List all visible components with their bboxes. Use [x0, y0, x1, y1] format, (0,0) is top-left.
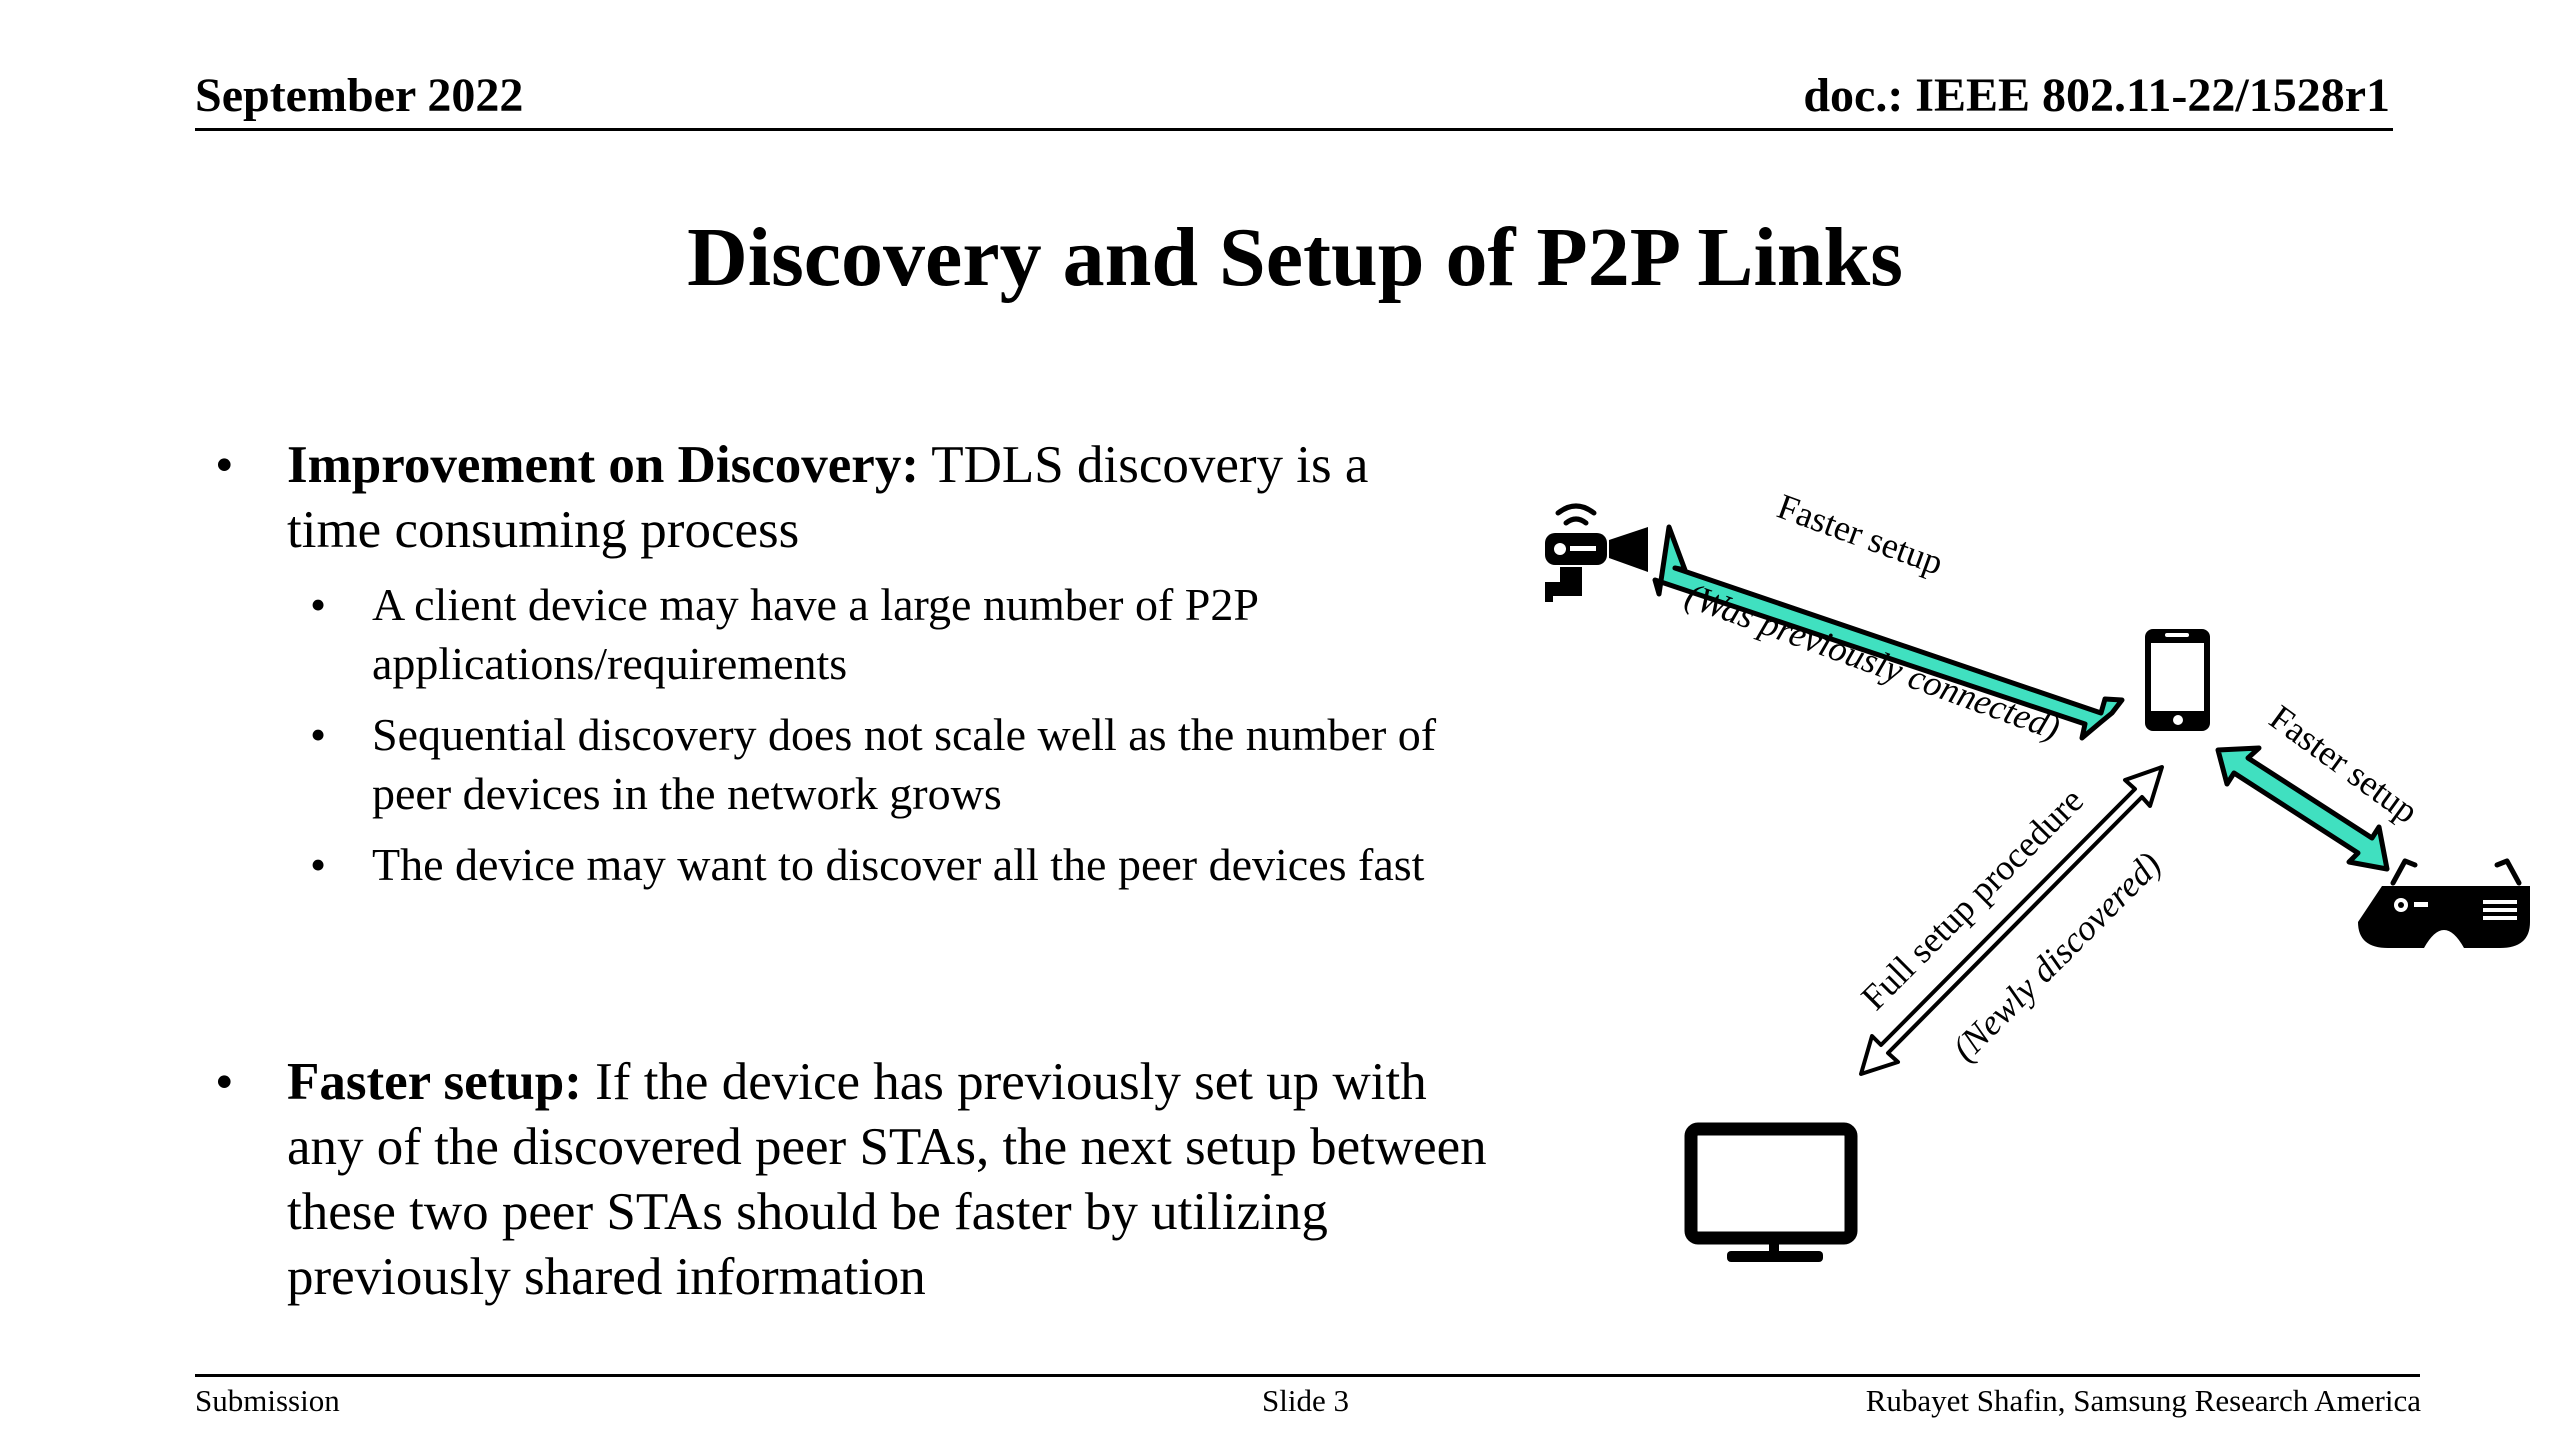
sub-bullet-text: The device may want to discover all the …	[372, 839, 1425, 890]
footer-rule	[195, 1374, 2420, 1377]
bullet-heading: Faster setup:	[287, 1053, 582, 1111]
bullet-heading: Improvement on Discovery:	[287, 436, 919, 494]
header-rule	[195, 128, 2393, 131]
footer-author: Rubayet Shafin, Samsung Research America	[1865, 1383, 2421, 1418]
header-date: September 2022	[195, 69, 524, 122]
bullet-faster-setup: • Faster setup: If the device has previo…	[215, 1050, 1487, 1310]
monitor-icon	[1684, 1122, 1858, 1262]
bullet-dot: •	[310, 709, 327, 760]
sub-bullet-text: A client device may have a large number …	[372, 579, 1258, 689]
smartphone-icon	[2145, 629, 2210, 731]
sub-bullet: • The device may want to discover all th…	[310, 835, 1472, 894]
bullet-discovery: • Improvement on Discovery: TDLS discove…	[215, 433, 1467, 563]
sub-bullet: • Sequential discovery does not scale we…	[310, 705, 1472, 823]
camera-icon	[1545, 503, 1648, 602]
sub-bullet-text: Sequential discovery does not scale well…	[372, 709, 1437, 819]
glasses-arrow-label: Faster setup	[2262, 697, 2425, 831]
bullet-dot: •	[310, 839, 327, 890]
footer-submission: Submission	[195, 1383, 340, 1418]
header-doc-id: doc.: IEEE 802.11-22/1528r1	[1803, 69, 2390, 122]
faster-setup-arrow-glasses	[2215, 745, 2390, 872]
bullet-dot: •	[215, 436, 234, 494]
slide-title: Discovery and Setup of P2P Links	[687, 211, 1903, 304]
bullet-text: TDLS discovery is a time consuming proce…	[287, 436, 1369, 559]
faster-setup-arrow-camera	[1652, 524, 2125, 741]
bullet-dot: •	[215, 1053, 234, 1111]
sub-bullet: • A client device may have a large numbe…	[310, 575, 1472, 693]
camera-arrow-label-bottom: (Was previously connected)	[1680, 575, 2065, 748]
bullet-text: If the device has previously set up with…	[287, 1053, 1487, 1306]
full-setup-arrow	[1859, 765, 2164, 1076]
vr-glasses-icon	[2358, 858, 2530, 948]
camera-arrow-label-top: Faster setup	[1772, 486, 1948, 583]
footer-slide-number: Slide 3	[1262, 1383, 1349, 1418]
bullet-dot: •	[310, 579, 327, 630]
